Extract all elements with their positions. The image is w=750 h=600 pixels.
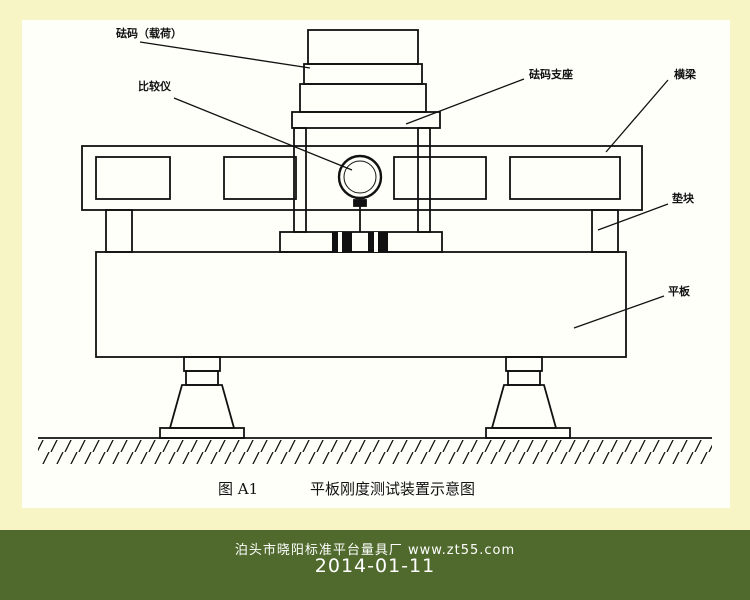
spacer-left [105,209,133,253]
leader-lines [139,41,669,329]
support-leg-right [485,356,571,439]
label-plate: 平板 [668,284,691,298]
ground [38,437,712,464]
figure-caption: 平板刚度测试装置示意图 [310,480,475,498]
weight-support [279,111,443,253]
figure-number: 图 A1 [218,480,258,498]
plate [95,251,627,358]
label-spacer: 垫块 [672,191,695,205]
weights [299,29,427,113]
label-weights: 砝码（载荷） [116,26,182,40]
footer-bar: 泊头市晓阳标准平台量具厂 www.zt55.com 2014-01-11 [0,530,750,600]
comparator-gauge [332,154,388,252]
diagram-canvas: 砝码（载荷） 比较仪 砝码支座 横梁 垫块 平板 图 A1 平板刚度测试装置示意… [22,20,730,508]
crossbeam [81,145,643,211]
label-weight-support: 砝码支座 [529,67,573,81]
support-leg-left [159,356,245,439]
label-crossbeam: 横梁 [674,67,697,81]
company-line: 泊头市晓阳标准平台量具厂 www.zt55.com [234,543,516,558]
label-comparator: 比较仪 [138,79,172,93]
date-line: 2014-01-11 [314,555,436,577]
spacer-right [591,209,619,253]
